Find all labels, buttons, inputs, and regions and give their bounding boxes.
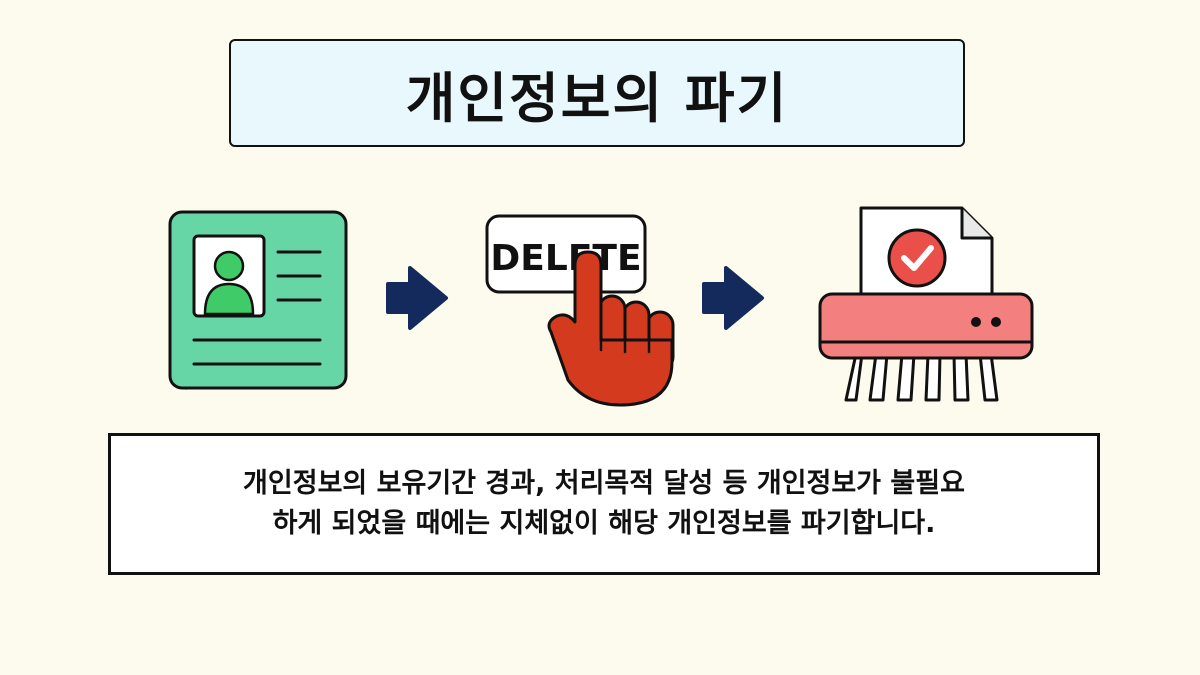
process-illustration: DELETE [168,206,1034,407]
arrow-right-icon [702,266,764,330]
check-circle-icon [887,228,947,288]
title-box: 개인정보의 파기 [229,39,965,147]
pointing-hand-icon [547,250,675,407]
description-line-1: 개인정보의 보유기간 경과, 처리목적 달성 등 개인정보가 불필요 [243,468,965,499]
delete-button-press-icon: DELETE [485,214,675,407]
delete-label: DELETE [490,238,641,279]
description-box: 개인정보의 보유기간 경과, 처리목적 달성 등 개인정보가 불필요 하게 되었… [108,433,1100,575]
paper-shredder-icon [818,206,1034,402]
profile-document-icon [168,210,348,390]
paper-strips [844,352,999,402]
page-title: 개인정보의 파기 [405,66,789,130]
arrow-right-icon [386,266,448,330]
description-line-2: 하게 되었을 때에는 지체없이 해당 개인정보를 파기합니다. [272,508,936,539]
